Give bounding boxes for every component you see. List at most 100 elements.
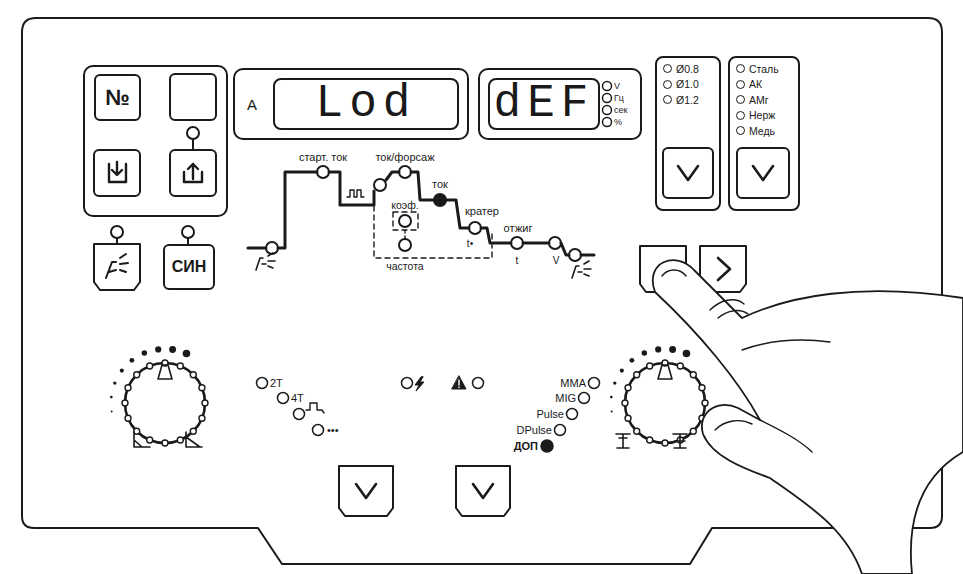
knob-part — [642, 350, 648, 356]
knob-part — [613, 381, 616, 384]
knob-part — [662, 440, 668, 446]
mode-label: ••• — [327, 424, 339, 437]
led-stem — [192, 139, 194, 150]
option-row: Ø0.8 — [663, 61, 719, 77]
warning-icon — [452, 376, 466, 389]
unit-leds — [603, 82, 612, 127]
led — [736, 95, 745, 104]
unit-label: A — [247, 96, 257, 113]
knob-icon — [186, 432, 202, 447]
save-icon — [109, 162, 126, 182]
knob-part — [162, 440, 168, 446]
knob-part — [634, 372, 640, 378]
option-label: Ø0.8 — [676, 63, 699, 75]
mode-label: DPulse — [517, 424, 552, 437]
knob-part — [611, 410, 613, 412]
cycle-label: t• — [467, 238, 473, 250]
button-label: № — [105, 85, 130, 111]
knob — [610, 346, 708, 446]
mode-label: 2T — [270, 377, 283, 390]
button-label: СИН — [172, 258, 207, 276]
knob-part — [190, 428, 196, 434]
option-label: АК — [749, 78, 762, 90]
chevron-icon — [718, 258, 730, 280]
knob-part — [130, 358, 135, 363]
knob-part — [655, 346, 661, 352]
knob-part — [647, 363, 653, 369]
bolt-icon — [415, 377, 424, 391]
option-row: АК — [736, 77, 798, 93]
mode-label: ДОП — [514, 440, 538, 453]
knob-part — [125, 415, 131, 421]
panel-button: № — [94, 74, 141, 121]
pulse-symbol — [347, 190, 364, 197]
unit-label: сек — [614, 105, 627, 115]
option-row: Сталь — [736, 61, 798, 77]
option-list: Ø0.8Ø1.0Ø1.2 — [655, 56, 721, 211]
cycle-label: V — [553, 255, 560, 267]
knob-icon — [134, 432, 150, 447]
led — [736, 126, 745, 135]
select-button — [737, 148, 789, 198]
option-list: СтальАК АМгНержМедь — [728, 56, 800, 211]
knob-part — [669, 346, 676, 353]
led-stem — [116, 238, 118, 244]
knob-part — [134, 372, 140, 378]
knob-part — [177, 363, 183, 369]
option-row: АМг — [736, 92, 798, 108]
unit-label: V — [614, 81, 620, 91]
led — [736, 64, 745, 73]
cycle-label: частота — [386, 260, 423, 272]
option-row: Медь — [736, 123, 798, 139]
knob-part — [620, 369, 624, 373]
chevron-icon — [678, 166, 698, 180]
knob — [110, 346, 208, 446]
leader — [404, 230, 405, 239]
led — [736, 80, 745, 89]
knob-part — [622, 400, 628, 406]
option-label: АМг — [749, 94, 769, 106]
option-row: Ø1.2 — [663, 92, 719, 108]
knob-part — [634, 428, 640, 434]
knob-part — [690, 372, 696, 378]
option-label: Медь — [749, 125, 775, 137]
panel-button: СИН — [163, 244, 215, 290]
knob-part — [647, 437, 653, 443]
option-label: Ø1.2 — [676, 94, 699, 106]
knob-part — [113, 381, 116, 384]
knob-part — [199, 415, 205, 421]
led — [663, 95, 672, 104]
cycle-label: ток — [432, 178, 448, 191]
cycle-label: ток/форсаж — [375, 151, 434, 164]
display: dEF — [478, 68, 642, 140]
cycle-label: коэф. — [391, 199, 418, 211]
upload-icon — [184, 164, 202, 182]
knob-part — [169, 346, 176, 353]
lcd-readout: dEF — [488, 78, 600, 130]
knob-part — [177, 437, 183, 443]
cycle-leds — [266, 166, 581, 261]
cycle-label: старт. ток — [299, 151, 347, 164]
select-button — [663, 148, 713, 198]
knob-part — [658, 365, 672, 379]
knob-icon — [673, 434, 687, 448]
gas-icon — [256, 253, 275, 270]
mode-label: Pulse — [536, 408, 564, 421]
cycle-label: отжиг — [504, 222, 533, 235]
knob-part — [155, 346, 161, 352]
knob-part — [120, 369, 124, 373]
option-label: Нерж — [749, 109, 775, 121]
option-label: Ø1.0 — [676, 78, 699, 90]
knob-part — [683, 350, 691, 358]
knob-part — [190, 372, 196, 378]
chevron-icon — [356, 484, 376, 498]
led — [736, 111, 745, 120]
knob-part — [630, 358, 635, 363]
cycle-curve — [248, 172, 594, 255]
knob-part — [677, 363, 683, 369]
mode-label: MIG — [555, 392, 576, 405]
knob-part — [202, 400, 208, 406]
knob-part — [199, 385, 205, 391]
upload-button — [170, 150, 216, 196]
